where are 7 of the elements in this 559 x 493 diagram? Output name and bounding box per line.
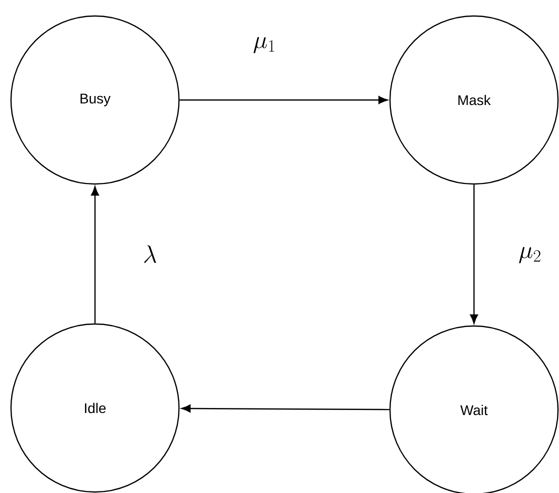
arrow [181, 404, 390, 413]
edge-label: $\mu_2$ [519, 246, 540, 264]
arrow [470, 184, 478, 324]
edge-label: $\mu_1$ [254, 36, 274, 54]
edge-label: $\lambda$ [144, 245, 156, 263]
arrow [180, 96, 388, 104]
arrow [91, 186, 99, 324]
